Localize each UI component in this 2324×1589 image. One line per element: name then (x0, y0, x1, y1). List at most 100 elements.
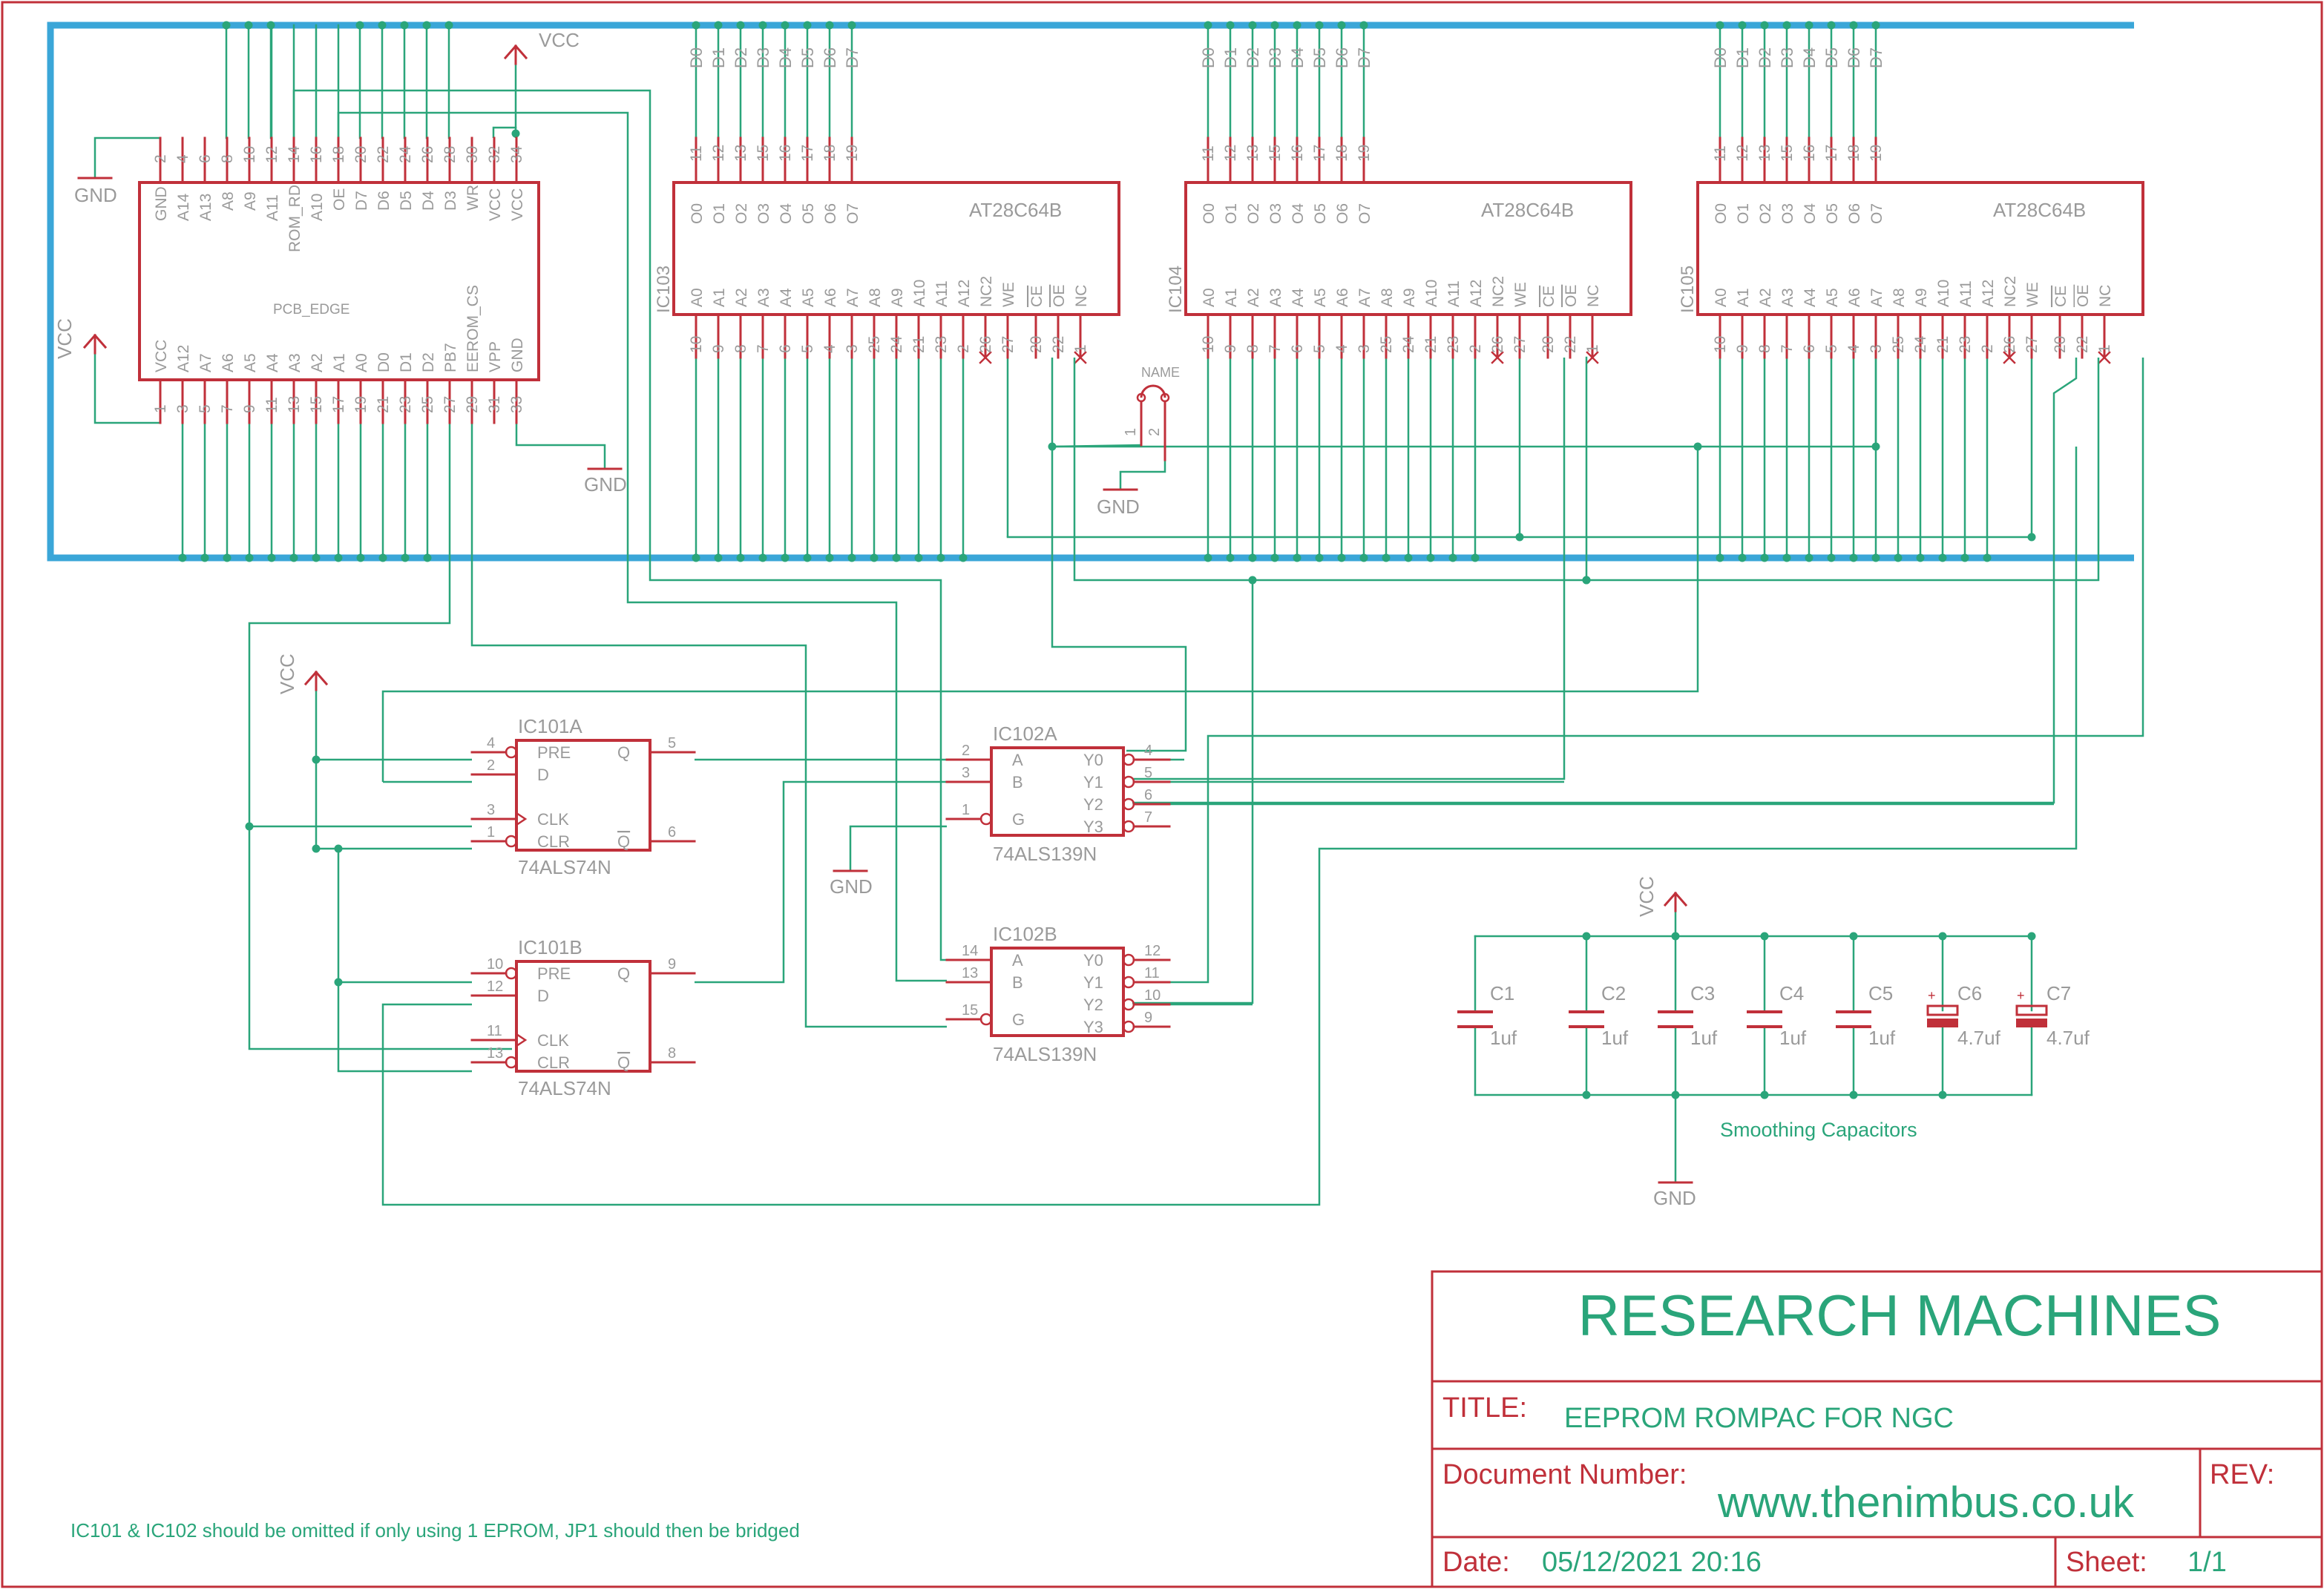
capacitor-name: C1 (1490, 982, 1514, 1004)
junction-dot (223, 553, 232, 562)
junction-dot (692, 21, 700, 30)
ic101b-part: 74ALS74N (518, 1077, 611, 1099)
eeprom-ic103: AT28C64BIC10311O0D012O1D113O2D215O3D316O… (654, 47, 1120, 359)
pin-number: 1 (1584, 344, 1601, 353)
pin-number: 4 (487, 735, 495, 751)
document-number: www.thenimbus.co.uk (1717, 1478, 2135, 1527)
net-wire (1051, 444, 1142, 448)
pin-number: 9 (710, 344, 727, 353)
data-bus-label: D1 (709, 47, 728, 68)
pin-label: O5 (1312, 203, 1329, 224)
junction-dot (1716, 553, 1724, 562)
junction-dot (312, 844, 321, 853)
junction-dot (356, 553, 365, 562)
capacitor-name: C7 (2046, 982, 2071, 1004)
pin-label: CE (2052, 286, 2069, 307)
pin-label: D0 (375, 352, 393, 372)
pin-number: 32 (486, 146, 503, 163)
pin-number: 11 (1712, 145, 1729, 162)
pin-label: CLR (537, 1053, 570, 1072)
pin-number: 3 (844, 344, 861, 353)
capacitor-caption: Smoothing Capacitors (1720, 1119, 1917, 1141)
pin-label: A8 (867, 288, 884, 307)
pin-number: 8 (219, 154, 236, 163)
eeprom-ref: IC105 (1678, 266, 1698, 313)
pin-number: 13 (487, 1045, 503, 1062)
data-bus-label: D4 (1288, 47, 1307, 68)
capacitor-value: 4.7uf (1957, 1027, 2001, 1049)
junction-dot (244, 21, 253, 30)
pin-label: O2 (733, 203, 750, 224)
pin-label: Q (617, 1053, 630, 1072)
pin-label: A5 (1312, 288, 1329, 307)
sheet-value: 1/1 (2187, 1547, 2227, 1578)
junction-dot (1337, 553, 1346, 562)
pin-number: 26 (2001, 336, 2018, 353)
pin-number: 9 (1734, 344, 1751, 353)
pin-label: A0 (1713, 288, 1730, 307)
net-wire (1132, 358, 1566, 780)
pin-label: A10 (309, 194, 326, 221)
pin-number: 17 (1311, 145, 1328, 162)
pin-label: A5 (800, 288, 817, 307)
pin-number: 6 (1144, 787, 1152, 803)
pin-number: 1 (1123, 428, 1139, 436)
vcc-symbol (93, 333, 108, 349)
junction-dot (423, 553, 432, 562)
junction-dot (267, 553, 276, 562)
inverter-bubble (1122, 753, 1135, 766)
pin-label: O4 (1290, 203, 1307, 224)
pin-label: A0 (353, 353, 370, 372)
pin-label: NC2 (1490, 276, 1507, 307)
eeprom-ic104: AT28C64BIC10411O0D012O1D113O2D215O3D316O… (1166, 47, 1632, 359)
pin-number: 1 (487, 824, 495, 840)
vcc-symbol (82, 333, 97, 349)
inverter-bubble (979, 1013, 993, 1026)
pin-label: Y3 (1083, 1018, 1103, 1036)
eeprom-ref: IC104 (1166, 266, 1186, 313)
pin-number: 2 (962, 743, 970, 759)
capacitor-value: 1uf (1601, 1027, 1629, 1049)
inverter-bubble (1122, 1020, 1135, 1033)
pin-number: 34 (508, 145, 525, 163)
pin-number: 10 (1200, 336, 1217, 353)
pin-number: 4 (821, 344, 838, 353)
pin-label: OE (2075, 285, 2092, 307)
pin-label: A1 (711, 288, 728, 307)
inverter-bubble (1122, 976, 1135, 989)
pcb-edge-connector: PCB_EDGE2GND4A146A138A810A912A1114ROM_RD… (138, 136, 540, 424)
junction-dot (892, 553, 901, 562)
junction-dot (1248, 21, 1257, 30)
junction-dot (1938, 553, 1947, 562)
ic102b-name: IC102B (993, 923, 1057, 945)
junction-dot (936, 553, 945, 562)
ic101a-body (515, 739, 651, 852)
pin-label: A9 (242, 191, 259, 211)
vcc-symbol (1673, 891, 1688, 907)
pin-label: NC (2097, 285, 2114, 307)
junction-dot (1404, 553, 1413, 562)
net-wire (515, 423, 606, 469)
pin-label: G (1012, 810, 1025, 829)
pin-number: 21 (910, 336, 928, 353)
pin-label: A9 (1913, 288, 1930, 307)
junction-dot (1293, 21, 1301, 30)
jumper-name: NAME (1141, 365, 1180, 380)
pin-label: A5 (1824, 288, 1841, 307)
pin-number: 22 (1562, 336, 1579, 353)
pin-label: A9 (889, 288, 906, 307)
pin-label: CE (1028, 286, 1046, 307)
inverter-bubble (1122, 998, 1135, 1011)
capacitor-name: C3 (1690, 982, 1715, 1004)
pin-number: 6 (668, 824, 676, 840)
inverter-bubble (979, 812, 993, 826)
document-number-label: Document Number: (1442, 1459, 1687, 1490)
title-label: TITLE: (1442, 1392, 1527, 1424)
pin-label: PRE (537, 964, 571, 983)
pin-number: 19 (352, 396, 370, 413)
pin-number: 23 (933, 336, 950, 353)
pin-label: CE (1540, 286, 1557, 307)
junction-dot (401, 553, 410, 562)
pin-label: CLK (537, 810, 569, 829)
